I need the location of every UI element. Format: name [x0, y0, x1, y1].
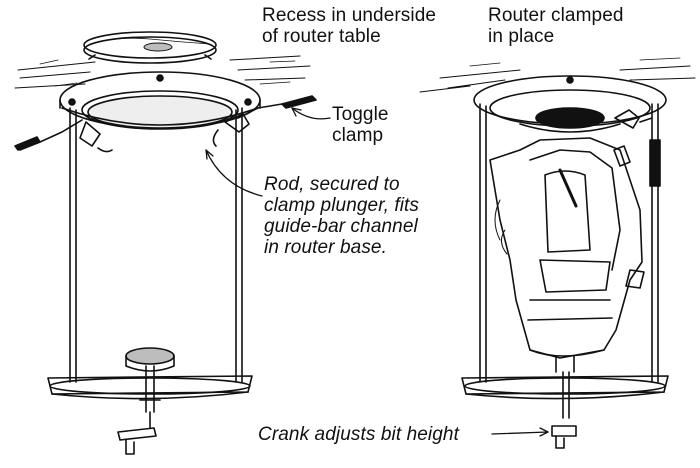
leader-arrows	[205, 107, 549, 437]
rod-label-line-2: clamp plunger, fits	[264, 195, 420, 216]
left-crank-assembly	[117, 347, 175, 455]
left-guide-rods	[69, 107, 243, 383]
rod-label-line-3: guide-bar channel	[264, 216, 418, 237]
rod-label: Rod, secured to clamp plunger, fits guid…	[264, 174, 419, 258]
recess-label: Recess in underside of router table	[262, 5, 436, 47]
right-mounting-ring	[473, 75, 667, 133]
toggle-clamp-label: Toggle clamp	[332, 104, 389, 146]
router-clamped-label-line-1: Router clamped	[488, 5, 624, 26]
router-clamped-label: Router clamped in place	[488, 5, 624, 47]
recess-label-line-1: Recess in underside	[262, 5, 437, 26]
right-base-plate	[461, 375, 669, 400]
router-clamped-label-line-2: in place	[488, 26, 555, 47]
rod-label-line-4: in router base.	[264, 237, 387, 258]
crank-label: Crank adjusts bit height	[258, 424, 459, 445]
toggle-clamp-label-line-1: Toggle	[332, 104, 389, 125]
right-router-body	[489, 137, 645, 373]
left-base-plate	[47, 375, 253, 400]
right-crank-assembly	[551, 371, 577, 449]
right-router-table	[419, 57, 696, 93]
left-toggle-clamps	[14, 95, 317, 153]
left-mounting-ring	[59, 71, 261, 130]
right-guide-rods	[479, 103, 661, 383]
recess-label-line-2: of router table	[262, 26, 381, 47]
rod-label-line-1: Rod, secured to	[264, 174, 400, 195]
left-router-table-recess	[14, 31, 311, 89]
toggle-clamp-label-line-2: clamp	[332, 125, 384, 146]
